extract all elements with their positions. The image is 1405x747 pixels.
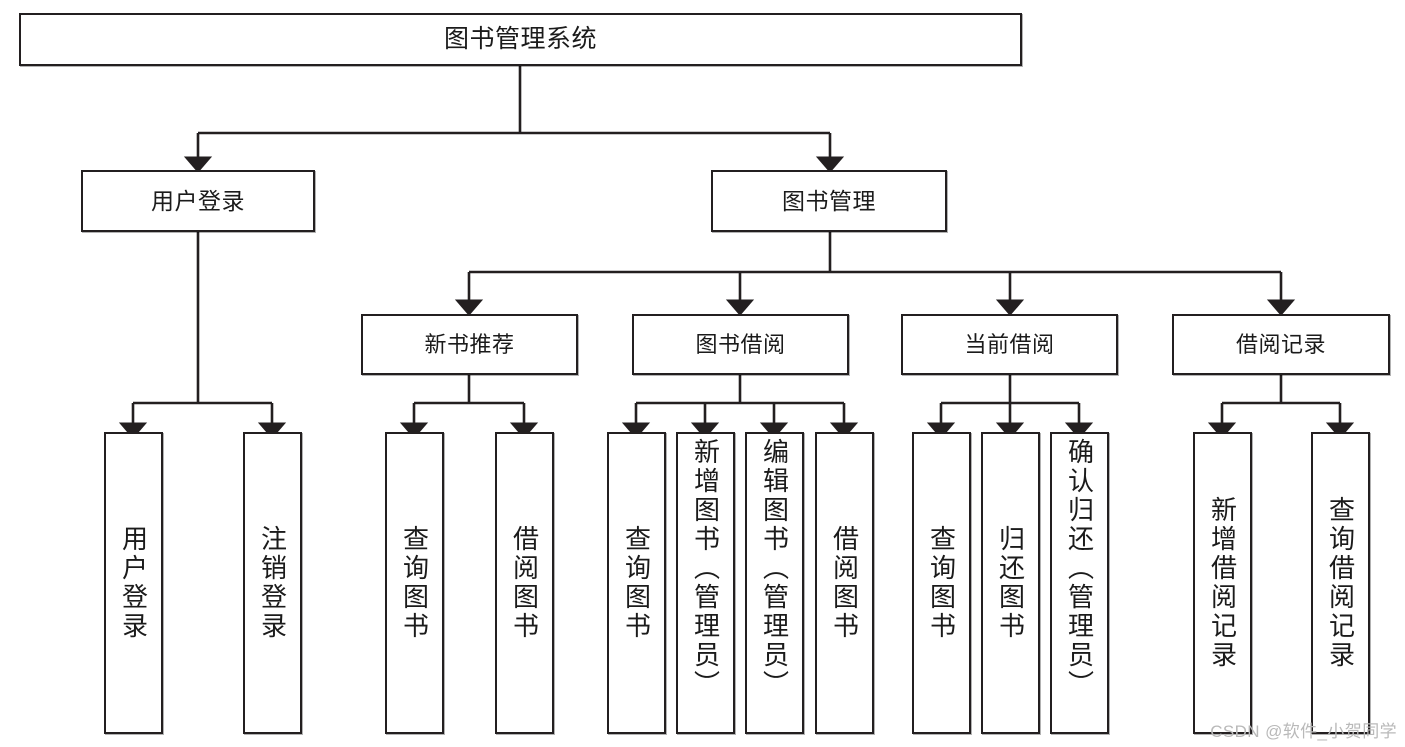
node-new-book-recommend[interactable]: 新书推荐 — [361, 314, 578, 375]
node-leaf-query-book-2-label: 查询图书 — [621, 525, 652, 641]
node-book-borrow-label: 图书借阅 — [695, 331, 786, 357]
node-user-login[interactable]: 用户登录 — [81, 170, 315, 232]
node-leaf-edit-book-label: 编辑图书（管理员） — [759, 438, 790, 699]
node-leaf-query-book-3-label: 查询图书 — [926, 525, 957, 641]
node-leaf-return-book[interactable]: 归还图书 — [981, 432, 1040, 734]
node-user-login-label: 用户登录 — [151, 187, 245, 214]
node-new-book-recommend-label: 新书推荐 — [424, 331, 515, 357]
node-leaf-confirm-return-label: 确认归还（管理员） — [1064, 438, 1095, 699]
node-leaf-query-book-3[interactable]: 查询图书 — [912, 432, 971, 734]
node-leaf-confirm-return[interactable]: 确认归还（管理员） — [1050, 432, 1109, 734]
node-current-borrow-label: 当前借阅 — [964, 331, 1055, 357]
node-book-manage-label: 图书管理 — [782, 187, 876, 214]
node-borrow-record-label: 借阅记录 — [1235, 331, 1326, 357]
node-book-manage[interactable]: 图书管理 — [711, 170, 947, 232]
node-leaf-user-login[interactable]: 用户登录 — [104, 432, 163, 734]
node-leaf-add-record[interactable]: 新增借阅记录 — [1193, 432, 1252, 734]
csdn-watermark: CSDN @软件_小贺同学 — [1210, 722, 1397, 741]
node-leaf-user-logout[interactable]: 注销登录 — [243, 432, 302, 734]
node-leaf-query-book-2[interactable]: 查询图书 — [607, 432, 666, 734]
node-leaf-borrow-book-1[interactable]: 借阅图书 — [495, 432, 554, 734]
node-leaf-add-book[interactable]: 新增图书（管理员） — [676, 432, 735, 734]
node-leaf-query-book-1-label: 查询图书 — [399, 525, 430, 641]
node-leaf-return-book-label: 归还图书 — [995, 525, 1026, 641]
node-root-system-label: 图书管理系统 — [443, 25, 597, 54]
node-leaf-borrow-book-2-label: 借阅图书 — [829, 525, 860, 641]
node-root-system[interactable]: 图书管理系统 — [19, 13, 1022, 66]
node-leaf-user-login-label: 用户登录 — [118, 525, 149, 641]
node-current-borrow[interactable]: 当前借阅 — [901, 314, 1118, 375]
node-leaf-edit-book[interactable]: 编辑图书（管理员） — [745, 432, 804, 734]
node-book-borrow[interactable]: 图书借阅 — [632, 314, 849, 375]
node-leaf-borrow-book-1-label: 借阅图书 — [509, 525, 540, 641]
node-borrow-record[interactable]: 借阅记录 — [1172, 314, 1390, 375]
node-leaf-query-record[interactable]: 查询借阅记录 — [1311, 432, 1370, 734]
node-leaf-add-record-label: 新增借阅记录 — [1207, 496, 1238, 670]
node-leaf-add-book-label: 新增图书（管理员） — [690, 438, 721, 699]
node-leaf-query-book-1[interactable]: 查询图书 — [385, 432, 444, 734]
node-leaf-borrow-book-2[interactable]: 借阅图书 — [815, 432, 874, 734]
node-leaf-query-record-label: 查询借阅记录 — [1325, 496, 1356, 670]
node-leaf-user-logout-label: 注销登录 — [257, 525, 288, 641]
